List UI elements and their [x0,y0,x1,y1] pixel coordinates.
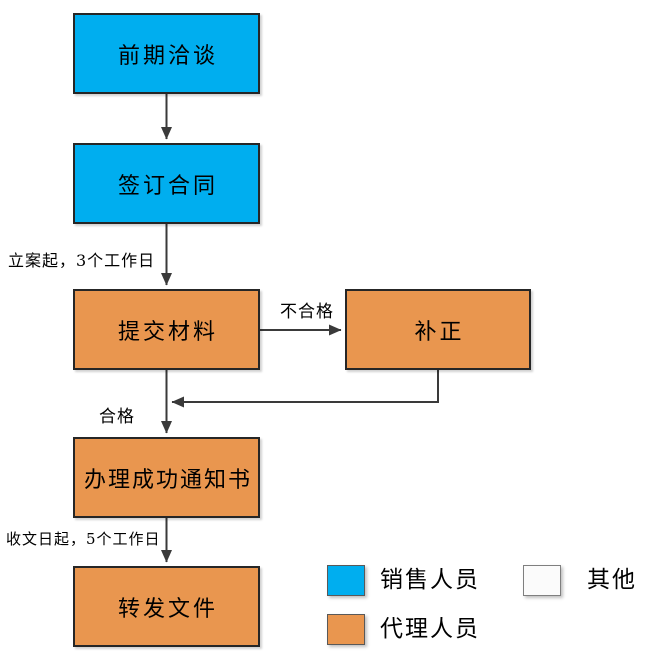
edge-label-qualified: 合格 [99,407,135,427]
flow-node-submit-materials: 提交材料 [73,289,260,370]
legend-swatch-agent [327,614,365,645]
legend-label-agent: 代理人员 [380,616,480,642]
flow-node-forward-documents: 转发文件 [73,566,260,647]
edge-label-receipt-duration: 收文日起，5个工作日 [6,530,161,548]
flow-node-correction: 补正 [345,289,531,370]
legend-label-other: 其他 [587,567,637,593]
flow-node-sign-contract: 签订合同 [73,143,260,224]
arrow-buzheng-return [171,370,439,408]
legend-swatch-sales [327,565,365,596]
flow-node-success-notice: 办理成功通知书 [73,437,260,518]
edge-label-filing-duration: 立案起，3个工作日 [8,251,156,270]
legend-swatch-other [523,565,561,596]
flow-node-preliminary-negotiation: 前期洽谈 [73,13,260,94]
edge-label-unqualified: 不合格 [280,302,334,322]
legend-label-sales: 销售人员 [380,567,480,593]
